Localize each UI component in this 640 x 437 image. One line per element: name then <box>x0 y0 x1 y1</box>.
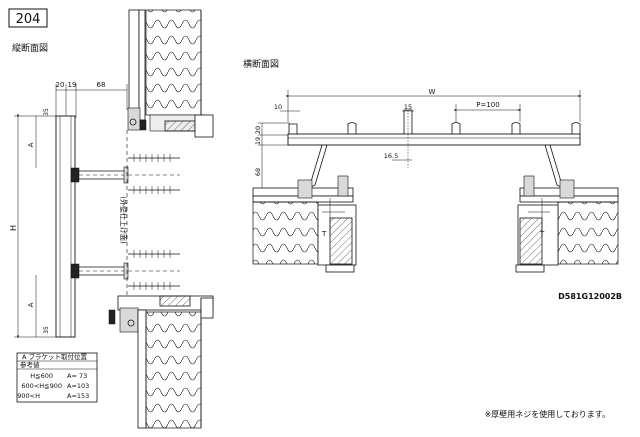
table-row-value: A=103 <box>67 382 89 390</box>
table-row-range: 900<H <box>17 392 40 400</box>
dim-20: 20 <box>56 81 65 89</box>
horizontal-section-title: 横断面図 <box>243 58 279 70</box>
vertical-top-dimensions: 20 19 68 <box>56 81 128 118</box>
upper-wall <box>127 9 214 138</box>
right-frame: T <box>515 175 619 273</box>
dim-a-top: A <box>27 142 35 147</box>
dim-10: 10 <box>274 103 282 111</box>
dim-16-5: 16.5 <box>384 152 398 160</box>
lower-wall <box>108 295 214 429</box>
page-number: 204 <box>16 12 41 27</box>
label-t-left: T <box>321 230 327 238</box>
dim-19: 19 <box>68 81 77 89</box>
table-header: A ブラケット取付位置 <box>22 352 88 361</box>
horizontal-slat <box>287 133 581 146</box>
dim-15: 15 <box>404 103 412 111</box>
table-row-range: 600<H≦900 <box>21 382 62 390</box>
dim-w: W <box>429 88 436 96</box>
table-subheader: 参考値 <box>20 360 40 369</box>
dim-68: 68 <box>97 81 106 89</box>
slat-ribs <box>288 109 581 168</box>
bracket-position-table: A ブラケット取付位置 参考値 H≦600 A= 73 600<H≦900 A=… <box>16 352 98 403</box>
label-t-right: T <box>539 230 545 238</box>
page-number-box: 204 <box>8 8 48 28</box>
dim-small-bottom: 35 <box>43 326 50 334</box>
dim-68-h: 68 <box>254 168 262 176</box>
table-row-value: A=153 <box>67 392 89 400</box>
dim-20-h: 20 <box>254 126 262 134</box>
lower-bracket <box>70 262 180 280</box>
table-row-range: H≦600 <box>30 372 53 380</box>
dim-small-top: 35 <box>43 108 50 116</box>
upper-bracket <box>70 166 180 184</box>
wall-finish-note: (外壁仕上げ面) <box>119 196 128 244</box>
dim-h: H <box>9 225 18 231</box>
vertical-slat <box>55 115 76 338</box>
left-frame: T <box>252 175 357 273</box>
horizontal-small-dims: 10 15 P=100 20 19 68 16.5 <box>254 101 522 201</box>
footnote: ※厚壁用ネジを使用しております。 <box>485 409 610 419</box>
table-row-value: A= 73 <box>67 372 87 380</box>
dim-19-h: 19 <box>254 137 262 145</box>
dim-a-bottom: A <box>27 302 35 307</box>
dim-w-line: W <box>286 88 582 122</box>
dim-pitch: P=100 <box>476 101 499 109</box>
wall-screws <box>128 154 180 290</box>
drawing-code: D581G12002B <box>558 292 622 301</box>
vertical-section-title: 縦断面図 <box>12 42 48 54</box>
